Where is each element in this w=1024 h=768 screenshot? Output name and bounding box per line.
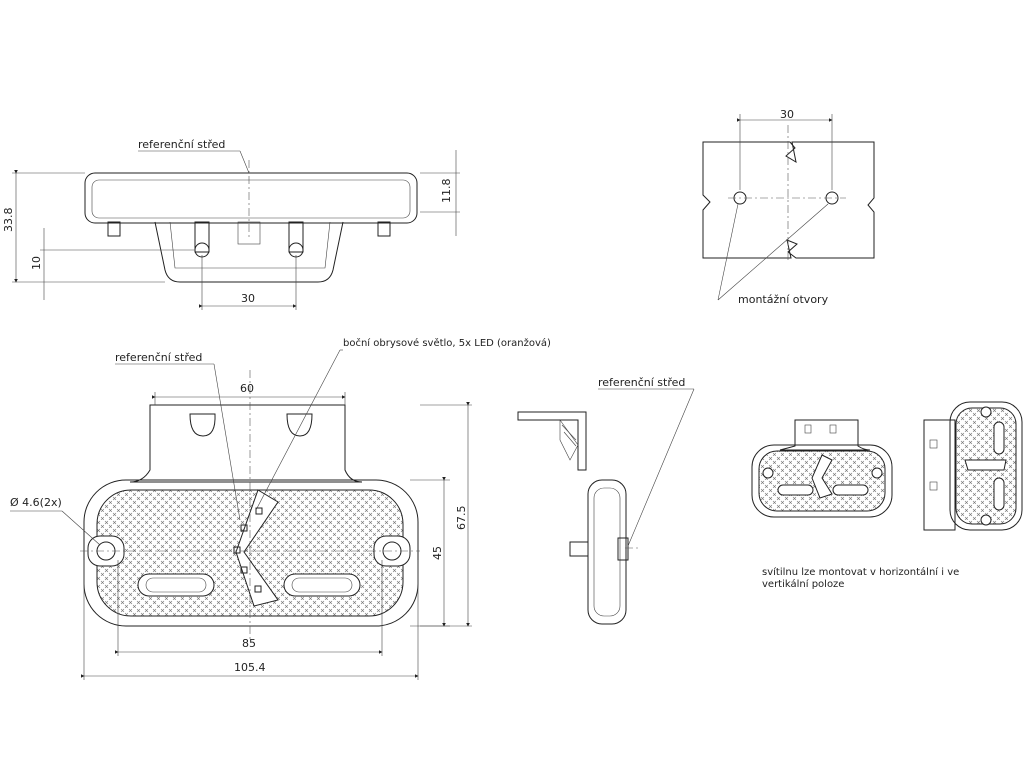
dim-top-height-total: 33.8 <box>2 208 15 233</box>
horizontal-mount-view <box>751 419 893 518</box>
dim-top-height-bracket: 10 <box>30 256 43 270</box>
ref-center-label-top: referenční střed <box>138 138 225 151</box>
front-view <box>80 370 420 640</box>
orientation-note-line1: svítilnu lze montovat v horizontální i v… <box>762 566 959 578</box>
side-marker-label: boční obrysové světlo, 5x LED (oranžová) <box>343 337 551 349</box>
top-view <box>84 160 418 283</box>
mounting-holes-view <box>702 114 875 301</box>
vertical-mount-view <box>923 401 1023 531</box>
ref-center-label-front: referenční střed <box>115 351 202 364</box>
top-dimension-lines <box>12 150 460 310</box>
front-dimension-lines <box>10 392 472 680</box>
side-view <box>517 411 640 625</box>
dim-front-hole-spacing: 85 <box>242 637 256 650</box>
dim-front-width-total: 105.4 <box>234 661 266 674</box>
dim-front-height-body: 45 <box>431 546 444 560</box>
mounting-holes-label: montážní otvory <box>738 293 829 306</box>
dim-hole-diameter: Ø 4.6(2x) <box>10 496 62 509</box>
dim-top-hole-spacing: 30 <box>241 292 255 305</box>
dim-top-height-body: 11.8 <box>440 179 453 204</box>
dim-front-height-total: 67.5 <box>455 506 468 531</box>
dim-holes-spacing: 30 <box>780 108 794 121</box>
orientation-note-line2: vertikální poloze <box>762 578 844 590</box>
ref-center-label-side: referenční střed <box>598 376 685 389</box>
dim-front-width-bracket: 60 <box>240 382 254 395</box>
